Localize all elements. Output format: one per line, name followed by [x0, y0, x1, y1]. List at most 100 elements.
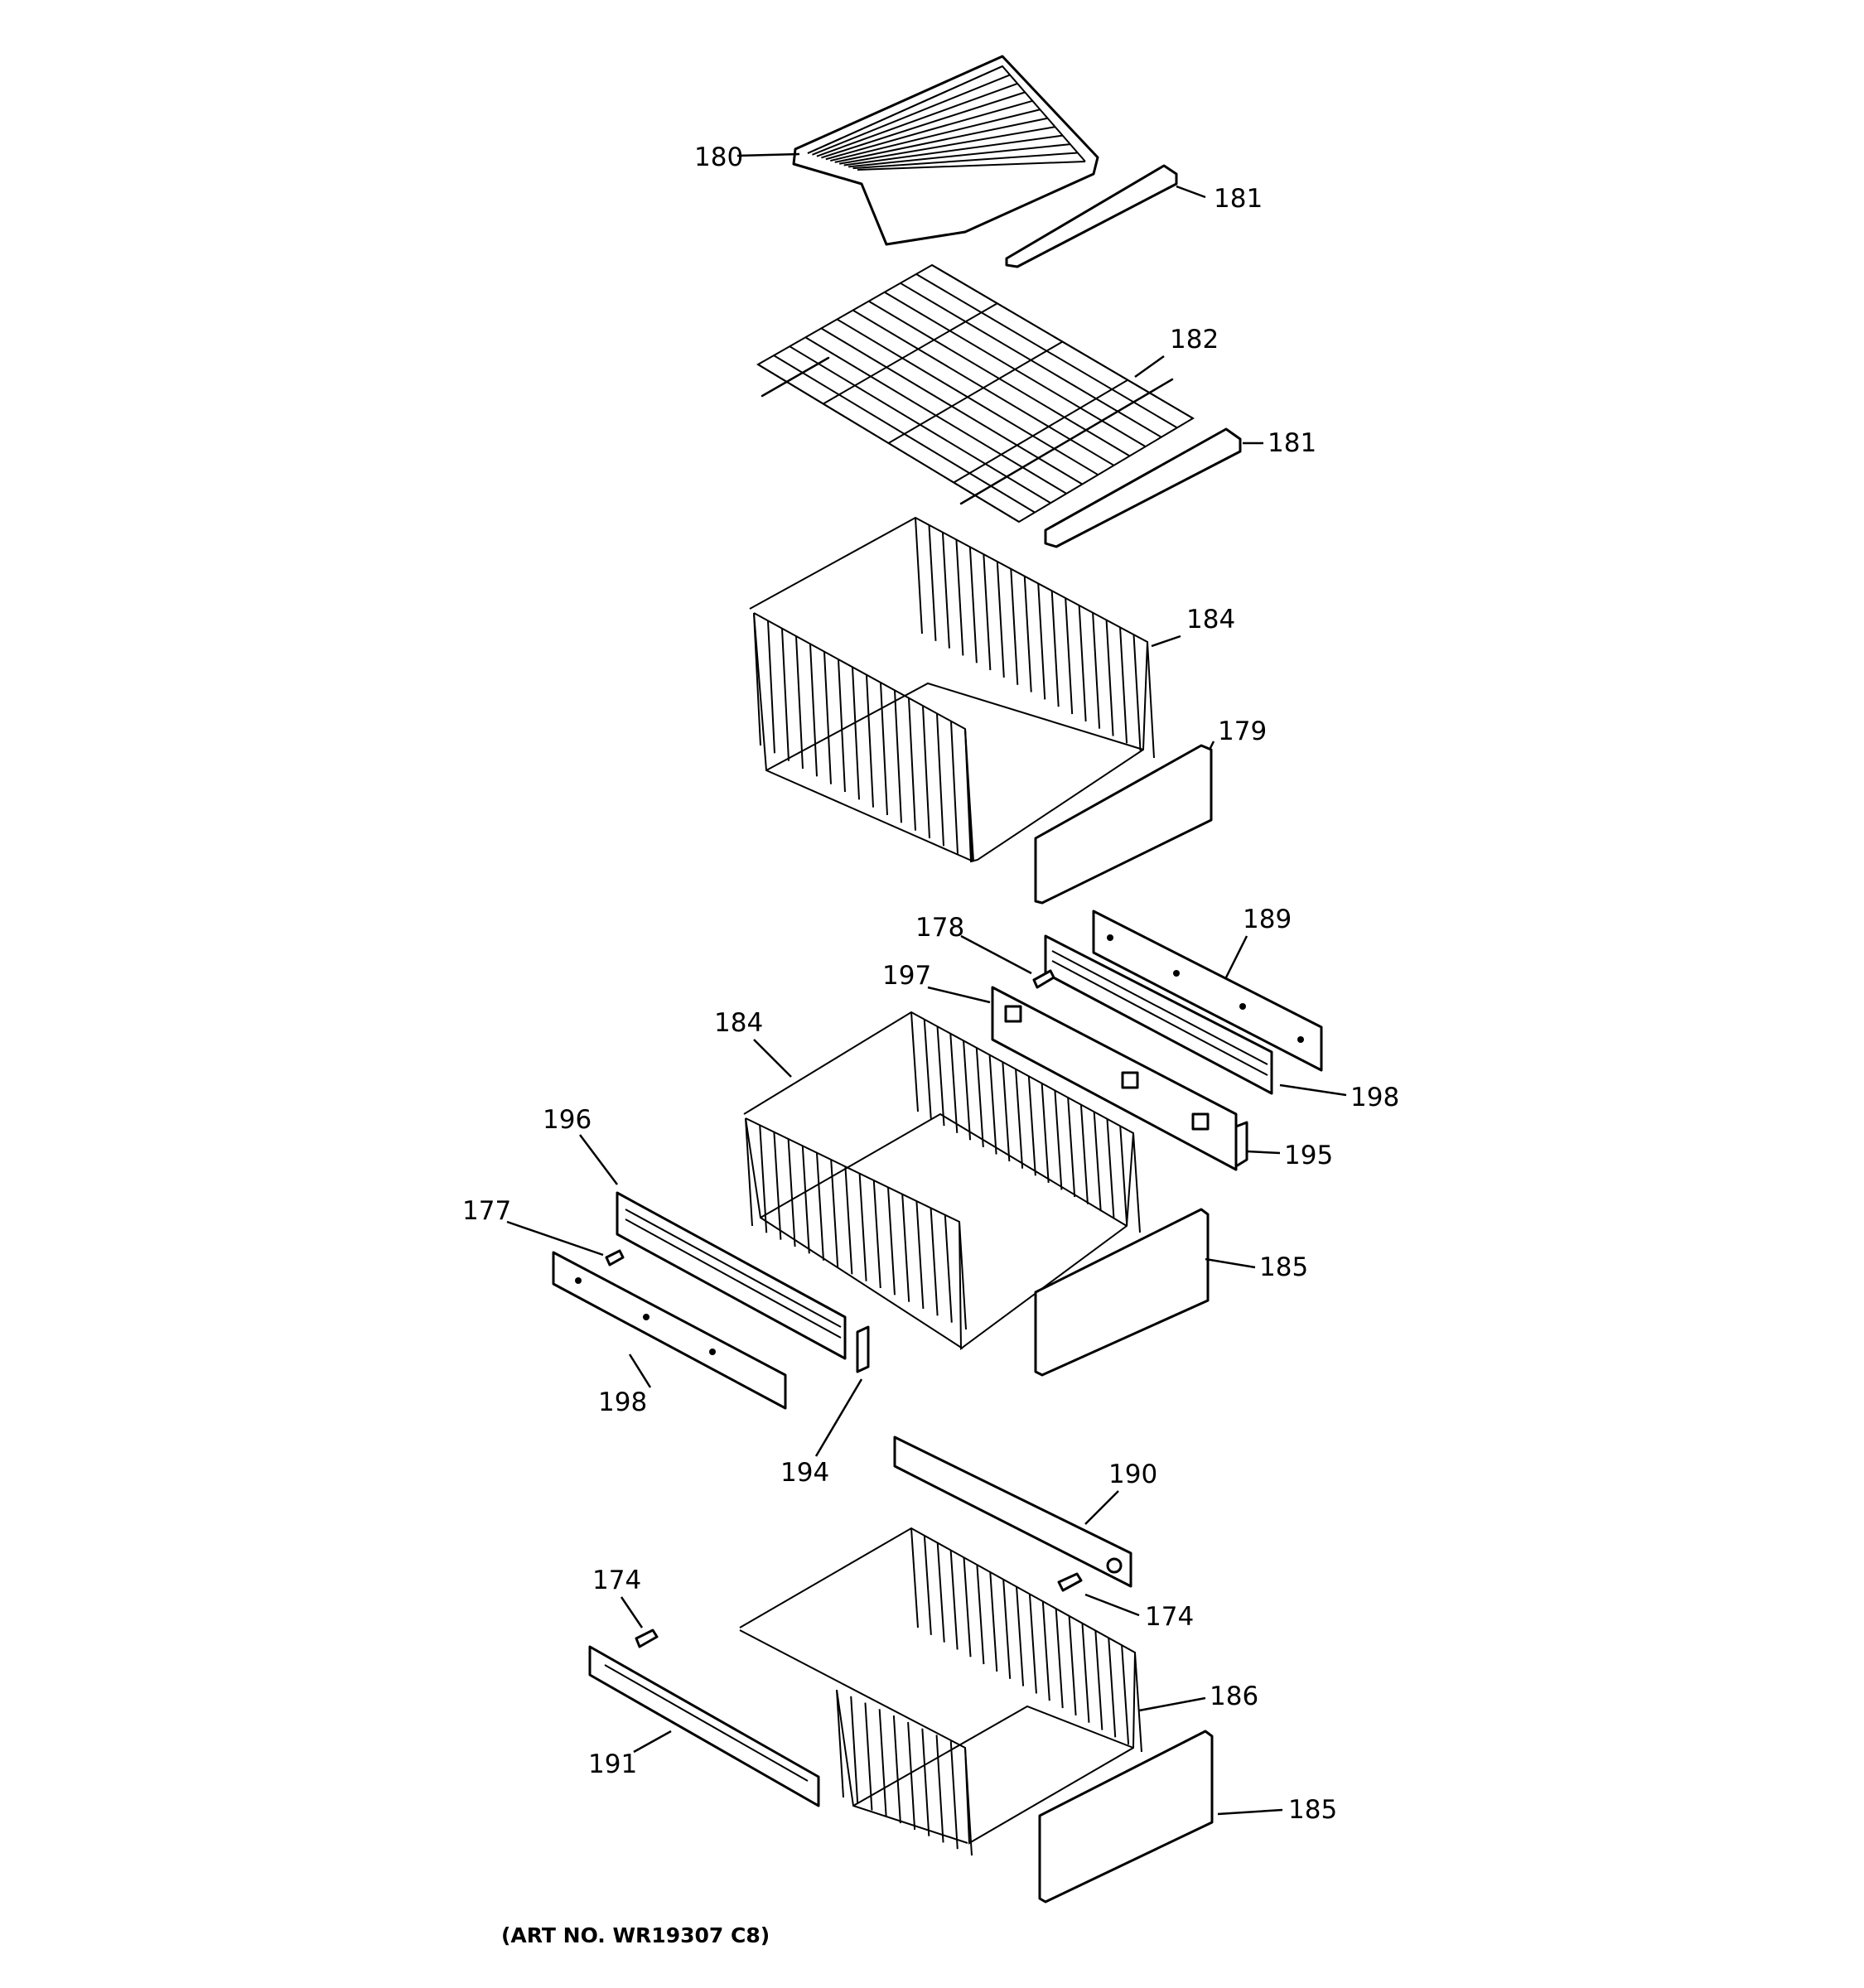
- callout-195: 195: [1284, 1141, 1333, 1170]
- wire: [1224, 935, 1248, 978]
- wire: [975, 1047, 984, 1148]
- wire: [915, 1200, 925, 1310]
- wire: [745, 1117, 753, 1227]
- part-181-trim-lower: [1044, 427, 1242, 548]
- wire: [1105, 620, 1114, 736]
- part-186-wire-basket-lower: [739, 1527, 1142, 1856]
- wire: [872, 1180, 881, 1289]
- wire: [1050, 591, 1060, 707]
- callout-194: 194: [780, 1458, 829, 1488]
- part-181-trim-upper: [1005, 164, 1178, 268]
- wire: [1147, 641, 1155, 759]
- callout-189: 189: [1243, 905, 1292, 934]
- wire: [506, 1220, 604, 1257]
- wire: [963, 1557, 972, 1657]
- wire: [968, 547, 978, 663]
- wire: [887, 1187, 896, 1296]
- wire: [922, 705, 930, 839]
- callout-185-middle: 185: [1259, 1252, 1308, 1282]
- wire: [1134, 355, 1165, 379]
- wire: [1028, 1594, 1037, 1694]
- wire: [1094, 1630, 1103, 1730]
- wire: [1023, 576, 1032, 692]
- part-174-screw-right: [1057, 1572, 1083, 1592]
- part-196-slide-rail-left: [616, 1191, 847, 1360]
- wire: [753, 612, 761, 746]
- callout-178: 178: [915, 913, 964, 943]
- wire: [936, 1026, 945, 1127]
- callout-196: 196: [543, 1105, 592, 1135]
- callout-184-upper: 184: [1186, 605, 1235, 635]
- callout-185-lower: 185: [1288, 1795, 1337, 1825]
- part-177-screw: [605, 1249, 625, 1267]
- wire: [736, 152, 800, 157]
- wire: [1132, 635, 1142, 751]
- wire: [953, 379, 1128, 484]
- wire: [1084, 1593, 1140, 1617]
- wire: [1068, 1615, 1077, 1715]
- wire: [1134, 1652, 1142, 1753]
- wire: [834, 117, 1048, 163]
- wire: [816, 1152, 824, 1261]
- wire: [807, 65, 1003, 154]
- wire: [901, 1194, 910, 1302]
- callout-184-middle: 184: [714, 1008, 763, 1038]
- part-178-screw: [1032, 969, 1055, 989]
- callout-198-left: 198: [598, 1387, 647, 1417]
- wire: [836, 1689, 844, 1798]
- wire: [1055, 1608, 1064, 1709]
- wire: [955, 539, 964, 656]
- wire: [823, 302, 998, 405]
- callout-177: 177: [462, 1196, 511, 1226]
- wire: [816, 82, 1018, 157]
- wire: [620, 1596, 644, 1629]
- wire: [887, 340, 1064, 444]
- callout-179: 179: [1218, 717, 1267, 746]
- part-198-slide-rail-left: [552, 1251, 787, 1410]
- wire: [1054, 1090, 1063, 1190]
- wire: [1132, 1132, 1141, 1233]
- wire: [1037, 583, 1046, 700]
- wire: [908, 697, 916, 831]
- part-180-wire-shelf: [792, 55, 1099, 246]
- callout-191: 191: [588, 1749, 637, 1779]
- wire: [1279, 1083, 1347, 1097]
- wire: [843, 134, 1063, 166]
- callout-197: 197: [882, 961, 931, 991]
- wire: [950, 721, 959, 854]
- wire: [936, 713, 944, 847]
- wire: [949, 1550, 959, 1650]
- callout-182: 182: [1170, 325, 1219, 355]
- wire: [923, 1019, 932, 1119]
- wire: [781, 628, 790, 761]
- callout-186: 186: [1210, 1682, 1258, 1711]
- wire: [852, 152, 1078, 170]
- wire: [923, 1535, 932, 1635]
- wire: [921, 1728, 930, 1836]
- part-197-rail-bracket: [991, 986, 1238, 1171]
- wire: [821, 91, 1026, 159]
- wire: [1217, 1808, 1283, 1816]
- wire: [1151, 635, 1181, 648]
- callout-labels: 180 181 182 181 184 179 178 189 197 184 …: [462, 142, 1399, 1825]
- wire: [1093, 1112, 1102, 1212]
- wire: [850, 1696, 859, 1804]
- wire: [910, 1527, 919, 1629]
- part-189-support-bar: [1092, 910, 1323, 1072]
- wire: [844, 1166, 853, 1275]
- wire: [892, 1715, 901, 1824]
- wire: [1002, 1062, 1011, 1162]
- wire: [1119, 1126, 1128, 1226]
- part-184-wire-basket-middle: [743, 1011, 1141, 1350]
- wire: [814, 1378, 863, 1457]
- wire: [1041, 1083, 1050, 1183]
- wire: [1205, 1257, 1256, 1269]
- wire: [935, 1735, 944, 1843]
- wire: [633, 1730, 672, 1754]
- wire: [959, 1221, 967, 1330]
- wire: [1092, 612, 1101, 729]
- wire: [767, 620, 775, 754]
- wire: [960, 934, 1032, 975]
- wire: [989, 1571, 998, 1672]
